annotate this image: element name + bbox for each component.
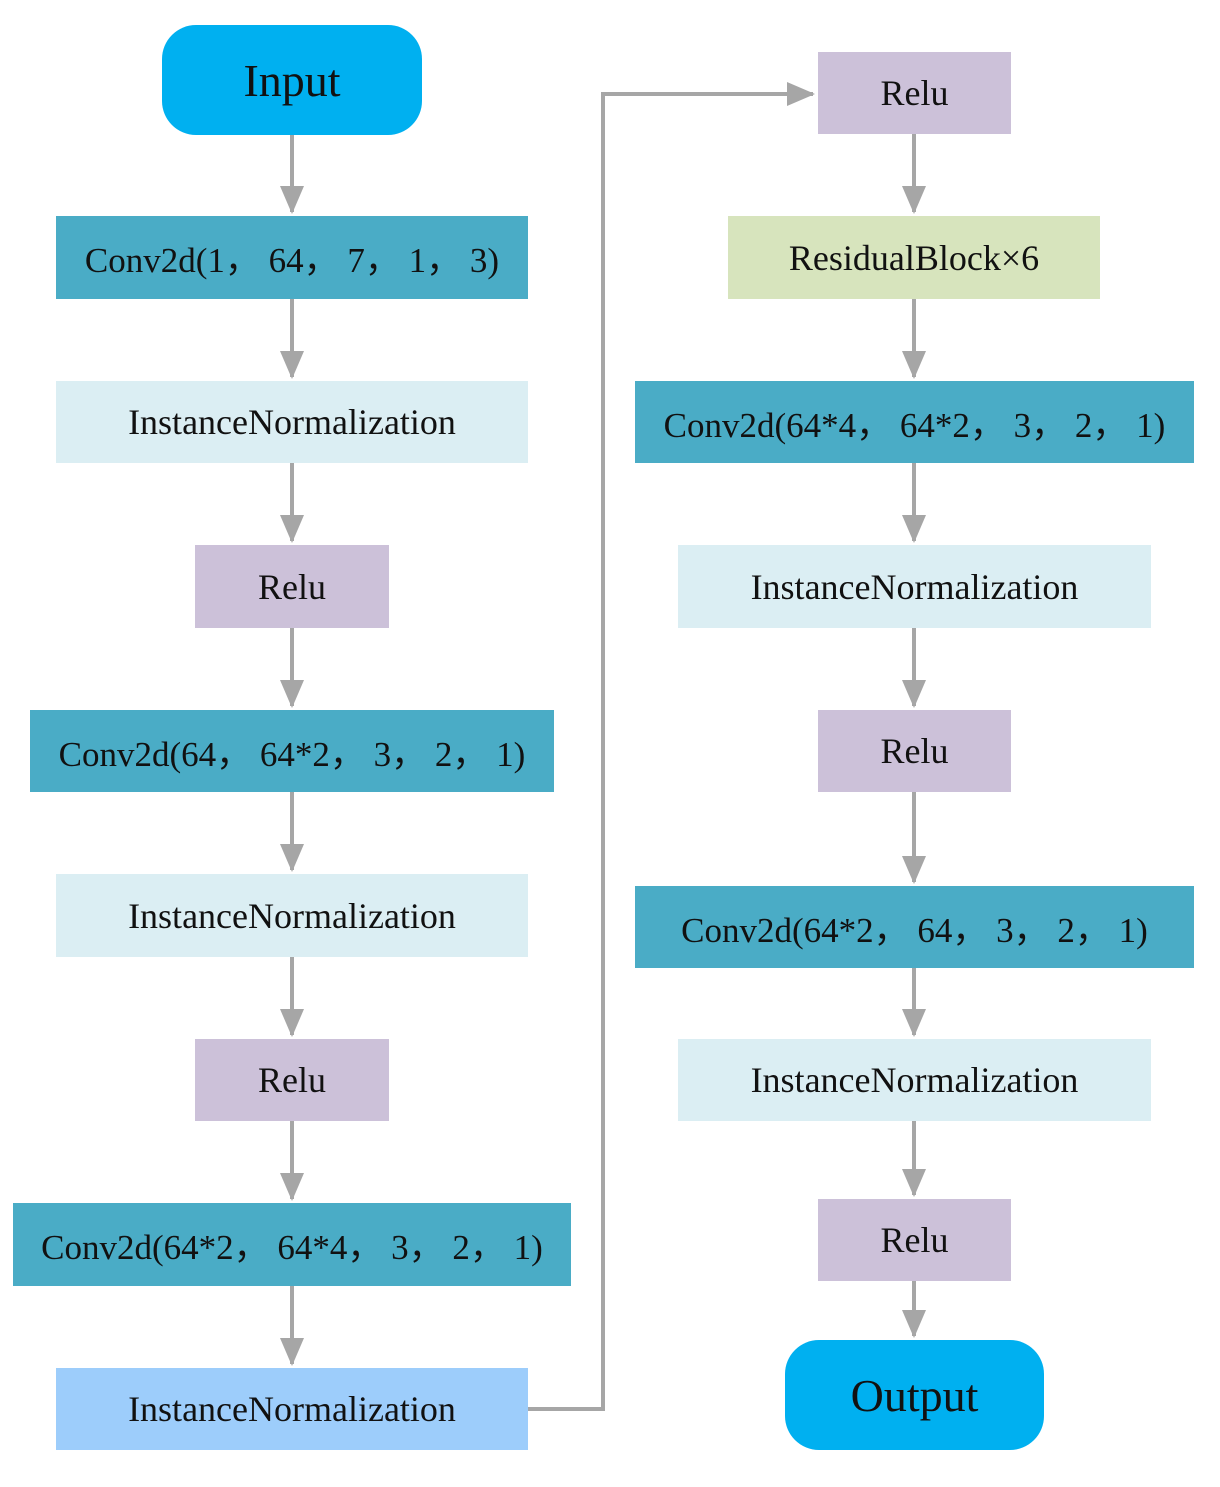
conv2d-node-2: Conv2d(64， 64*2， 3， 2， 1) (30, 710, 554, 792)
relu-node-5: Relu (818, 1199, 1011, 1281)
input-node: Input (162, 25, 422, 135)
output-node: Output (785, 1340, 1044, 1450)
conv2d-node-1: Conv2d(1， 64， 7， 1， 3) (56, 216, 528, 299)
instance-norm-node-2: InstanceNormalization (56, 874, 528, 957)
instance-norm-node-5: InstanceNormalization (678, 1039, 1151, 1121)
residual-block-node: ResidualBlock×6 (728, 216, 1100, 299)
relu-node-2: Relu (195, 1039, 389, 1121)
relu-node-3: Relu (818, 52, 1011, 134)
conv2d-node-5: Conv2d(64*2， 64， 3， 2， 1) (635, 886, 1194, 968)
instance-norm-node-4: InstanceNormalization (678, 545, 1151, 628)
relu-node-1: Relu (195, 545, 389, 628)
relu-node-4: Relu (818, 710, 1011, 792)
instance-norm-node-1: InstanceNormalization (56, 381, 528, 463)
conv2d-node-4: Conv2d(64*4， 64*2， 3， 2， 1) (635, 381, 1194, 463)
conv2d-node-3: Conv2d(64*2， 64*4， 3， 2， 1) (13, 1203, 571, 1286)
arrow-norm3-to-relu3 (528, 92, 813, 1411)
instance-norm-node-3: InstanceNormalization (56, 1368, 528, 1450)
